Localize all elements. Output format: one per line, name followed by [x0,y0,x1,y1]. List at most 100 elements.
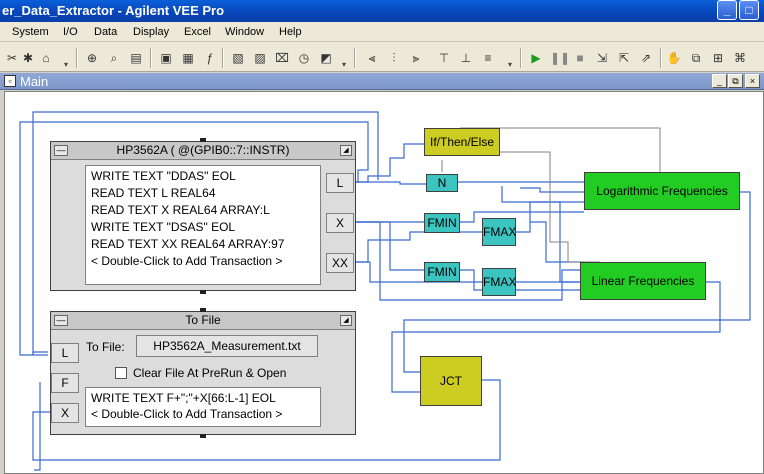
toolbar-grip: ▾ [508,60,513,69]
instrument-titlebar[interactable]: — HP3562A ( @(GPIB0::7::INSTR) ◢ [51,142,355,160]
toolbar-separator [150,48,152,68]
probe-icon[interactable]: ⌧ [275,51,289,65]
panel-icon[interactable]: ▣ [160,51,172,65]
main-window-titlebar: ▫ Main _ ⧉ × [0,73,764,90]
to-file-titlebar[interactable]: — To File ◢ [51,312,355,330]
menu-system[interactable]: System [12,26,49,38]
fmax-object[interactable]: FMAX [482,218,516,246]
watch-icon[interactable]: ◩ [320,51,332,65]
transaction-item[interactable]: WRITE TEXT "DSAS" EOL [91,220,236,234]
sequence-in-pin[interactable] [200,138,206,142]
to-file-title: To File [185,313,221,327]
menu-window[interactable]: Window [225,26,265,38]
find-icon[interactable]: ⌕ [110,51,118,65]
menu-display[interactable]: Display [133,26,170,38]
config-icon[interactable]: ▧ [232,51,244,65]
output-pin-L[interactable]: L [326,173,354,193]
menu-help[interactable]: Help [279,26,302,38]
input-pin-L[interactable]: L [51,343,79,363]
objects-icon[interactable]: ✱ [22,51,34,65]
maximize-icon[interactable]: ◢ [340,145,352,156]
menu-excel[interactable]: Excel [184,26,211,38]
transaction-item[interactable]: WRITE TEXT F+";"+X[66:L-1] EOL [91,391,276,405]
maximize-button[interactable]: □ [739,0,759,20]
toolbar-separator [76,48,78,68]
add-transaction-prompt[interactable]: < Double-Click to Add Transaction > [91,407,283,421]
build-icon[interactable]: ƒ [206,51,214,65]
main-restore-button[interactable]: ⧉ [728,74,743,88]
file-transaction-list[interactable]: WRITE TEXT F+";"+X[66:L-1] EOL < Double-… [85,387,321,427]
formula-icon[interactable]: ▦ [182,51,194,65]
align-bottom-icon[interactable]: ≡ [484,51,492,65]
home-icon[interactable]: ⌂ [42,51,50,65]
main-window-icon: ▫ [4,75,16,87]
to-file-label: To File: [86,340,125,354]
transaction-item[interactable]: READ TEXT X REAL64 ARRAY:L [91,203,270,217]
instrument-title: HP3562A ( @(GPIB0::7::INSTR) [116,143,290,157]
minimize-icon[interactable]: — [54,315,68,326]
clear-file-label: Clear File At PreRun & Open [133,366,287,380]
title-bar: er_Data_Extractor - Agilent VEE Pro _ □ [0,0,764,22]
fmin-object[interactable]: FMIN [424,213,460,233]
run-icon[interactable]: ▶ [531,51,541,65]
menu-io[interactable]: I/O [63,26,78,38]
minimize-icon[interactable]: — [54,145,68,156]
main-close-button[interactable]: × [745,74,760,88]
cut-icon[interactable]: ✂ [6,51,18,65]
file-name-button[interactable]: HP3562A_Measurement.txt [136,335,318,357]
window-title: er_Data_Extractor - Agilent VEE Pro [2,3,225,18]
n-constant-object[interactable]: N [426,174,458,192]
add-transaction-prompt[interactable]: < Double-Click to Add Transaction > [91,254,283,268]
stop-icon[interactable]: ■ [576,51,584,65]
hand-icon[interactable]: ✋ [666,51,682,65]
minimize-button[interactable]: _ [717,0,737,20]
move-icon[interactable]: ⧉ [691,51,701,65]
fmin-object[interactable]: FMIN [424,262,460,282]
toolbar-separator [354,48,356,68]
fmax-object[interactable]: FMAX [482,268,516,296]
align-top-icon[interactable]: ⊤ [438,51,450,65]
toolbar-separator [520,48,522,68]
sequence-out-pin[interactable] [200,290,206,294]
toolbar-separator [222,48,224,68]
snap-icon[interactable]: ⊞ [712,51,724,65]
sequence-in-pin[interactable] [200,308,206,312]
step-into-icon[interactable]: ⇲ [596,51,608,65]
properties-icon[interactable]: ▤ [130,51,142,65]
align-mid-icon[interactable]: ⊥ [460,51,472,65]
grid-icon[interactable]: ⌘ [734,51,746,65]
transaction-item[interactable]: READ TEXT L REAL64 [91,186,216,200]
toolbar-grip: ▾ [342,60,347,69]
menu-data[interactable]: Data [94,26,118,38]
align-right-icon[interactable]: ⫸ [412,51,420,65]
output-pin-X[interactable]: X [326,213,354,233]
transaction-item[interactable]: READ TEXT XX REAL64 ARRAY:97 [91,237,285,251]
toolbar: ✂ ✱ ⌂ ▾ ⊕ ⌕ ▤ ▣ ▦ ƒ ▧ ▨ ⌧ ◷ ◩ ▾ ⫷ ⫶ ⫸ ⊤ … [0,42,764,72]
sheet-icon[interactable]: ▨ [254,51,266,65]
main-minimize-button[interactable]: _ [712,74,727,88]
input-pin-X[interactable]: X [51,403,79,423]
zoom-icon[interactable]: ⊕ [86,51,98,65]
log-frequencies-object[interactable]: Logarithmic Frequencies [584,172,740,210]
junction-object[interactable]: JCT [420,356,482,406]
linear-frequencies-object[interactable]: Linear Frequencies [580,262,706,300]
transaction-list[interactable]: WRITE TEXT "DDAS" EOL READ TEXT L REAL64… [85,165,321,285]
to-file-object[interactable]: — To File ◢ L F X To File: HP3562A_Measu… [50,311,356,435]
toolbar-separator [660,48,662,68]
sequence-out-pin[interactable] [200,434,206,438]
step-over-icon[interactable]: ⇱ [618,51,630,65]
input-pin-F[interactable]: F [51,373,79,393]
maximize-icon[interactable]: ◢ [340,315,352,326]
transaction-item[interactable]: WRITE TEXT "DDAS" EOL [91,169,236,183]
toolbar-grip: ▾ [64,60,69,69]
step-out-icon[interactable]: ⇗ [640,51,652,65]
menu-bar: System I/O Data Display Excel Window Hel… [0,22,764,42]
output-pin-XX[interactable]: XX [326,253,354,273]
timer-icon[interactable]: ◷ [298,51,310,65]
clear-file-checkbox[interactable] [115,367,127,379]
instrument-object[interactable]: — HP3562A ( @(GPIB0::7::INSTR) ◢ WRITE T… [50,141,356,291]
align-left-icon[interactable]: ⫷ [368,51,376,65]
pause-icon[interactable]: ❚❚ [550,51,571,65]
align-center-icon[interactable]: ⫶ [392,51,396,65]
if-then-else-object[interactable]: If/Then/Else [424,128,500,156]
